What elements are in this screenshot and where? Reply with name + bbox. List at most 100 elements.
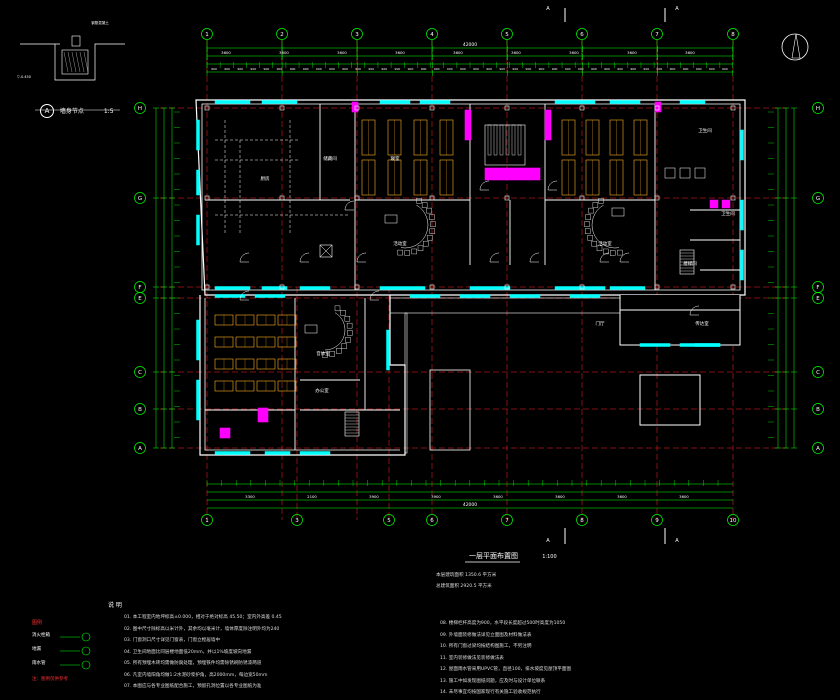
column-sq: [354, 284, 360, 290]
section-mark-bottom-label: A: [546, 538, 550, 544]
axis-right-bubble-label: H: [816, 106, 820, 112]
note-line: 04. 卫生间地面比同层楼地面低20mm，并以1%坡度坡向地漏: [124, 649, 252, 655]
detail-note-1: 钢筋混凝土: [91, 20, 109, 25]
dim-fine-label: 900: [604, 67, 610, 71]
seat-arc-south-arc: [324, 312, 346, 351]
seat-arc-east: [596, 245, 603, 252]
seat-arc-south: [345, 337, 351, 343]
dim-fine-label: 900: [657, 67, 663, 71]
dim-top-sub: 3600: [279, 50, 289, 55]
magenta-fixture-1: [544, 109, 552, 141]
window-15: [254, 294, 286, 298]
dim-bot-sub: 3300: [245, 494, 255, 499]
axis-top-bubble-label: 2: [280, 32, 284, 38]
axis-right-bubble-label: C: [816, 370, 820, 376]
note-line: 05. 所有预埋木砖均需做防腐处理，预埋铁件均需除锈刷防锈漆两道: [124, 661, 262, 666]
column-sq: [504, 105, 510, 111]
note-line: 11. 室内装修做法见装修做法表: [440, 655, 504, 661]
dim-overall-bottom: 42000: [463, 502, 477, 508]
dim-top-sub: 3600: [627, 50, 637, 55]
dim-fine-label: 900: [211, 67, 217, 71]
axis-top-bubble-circle: [727, 28, 739, 40]
axis-bottom-bubble-circle: [291, 514, 303, 526]
seat-arc-west: [423, 240, 429, 247]
window-20: [214, 451, 251, 455]
magenta-fixture-6: [654, 101, 662, 113]
window-25: [694, 343, 721, 347]
room-label-r2: 储藏间: [323, 155, 337, 162]
axis-left-bubble-label: G: [138, 196, 142, 202]
dim-bot-sub: 3900: [431, 494, 441, 499]
detail-hatch: [71, 51, 77, 73]
dim-fine-label: 900: [499, 67, 505, 71]
dim-fine-label: 900: [512, 67, 518, 71]
detail-hatch: [79, 51, 85, 73]
magenta-fixture-3: [257, 407, 269, 423]
note-line: 09. 外墙面装修做法详见立面图及材料做法表: [440, 632, 532, 638]
door-swing-10: [547, 180, 558, 191]
dim-fine-label: 900: [290, 67, 296, 71]
seat-arc-east: [598, 198, 604, 204]
room-label-r8: 活动室: [598, 240, 612, 247]
seat-arc-south: [341, 343, 347, 349]
column-sq: [654, 284, 660, 290]
note-line: 03. 门窗洞口尺寸详见门窗表，门窗立樘居墙中: [124, 638, 221, 643]
seat-arc-west: [417, 245, 424, 252]
seat-arc-east: [588, 207, 594, 214]
seat-arc-east: [617, 249, 623, 256]
center-rail: [505, 124, 510, 156]
seat-arc-west: [427, 235, 433, 241]
sink-0: [709, 199, 719, 209]
seat-arc-west: [426, 207, 432, 214]
dim-fine-label: 900: [237, 67, 243, 71]
dim-fine-label: 900: [355, 67, 361, 71]
window-13: [609, 286, 646, 290]
detail-hatch: [67, 51, 73, 73]
seat-arc-east: [585, 214, 591, 220]
section-mark-top-label: A: [546, 6, 550, 12]
dim-fine-label: 900: [630, 67, 636, 71]
axis-top-bubble-label: 4: [430, 32, 434, 38]
legend-footer: 注：图例仅供参考: [32, 677, 68, 682]
axis-top-bubble-label: 6: [580, 32, 584, 38]
dim-top-sub: 3600: [685, 50, 695, 55]
piano-south: [304, 324, 318, 334]
outer-wall-southwest: [199, 295, 406, 456]
axis-left-bubble-label: C: [138, 370, 142, 376]
axis-top-bubble-circle: [501, 28, 513, 40]
axis-bottom-bubble-circle: [576, 514, 588, 526]
axis-left-bubble-circle: [134, 102, 146, 114]
legend-symbol-2: [81, 660, 91, 670]
axis-left-bubble-label: E: [138, 296, 142, 302]
axis-right-bubble-circle: [812, 442, 824, 454]
axis-top-bubble-label: 7: [655, 32, 659, 38]
dim-top-sub: 3600: [395, 50, 405, 55]
door-swing-5: [599, 252, 610, 263]
detail-label: 墙身节点: [59, 108, 84, 115]
window-9: [299, 286, 331, 290]
axis-top-bubble-label: 1: [205, 32, 209, 38]
detail-scale: 1:5: [103, 108, 114, 115]
door-swing-9: [369, 290, 380, 301]
seat-arc-east: [587, 235, 593, 241]
detail-note-2: ▽-0.450: [17, 75, 31, 79]
window-6: [679, 100, 706, 104]
window-11: [469, 286, 511, 290]
dim-fine-label: 900: [486, 67, 492, 71]
dim-fine-label: 900: [264, 67, 270, 71]
window-22: [299, 451, 331, 455]
column-sq: [279, 195, 285, 201]
axis-bottom-bubble-label: 3: [295, 518, 299, 524]
dim-fine-label: 900: [224, 67, 230, 71]
sink-1: [721, 199, 731, 209]
dim-fine-label: 900: [368, 67, 374, 71]
section-mark-top-label-2: A: [675, 6, 679, 12]
door-swing-0: [239, 252, 250, 263]
toilet-stall-1: [679, 167, 691, 179]
door-swing-8: [239, 290, 250, 301]
dim-fine-label: 900: [303, 67, 309, 71]
axis-bottom-bubble-circle: [501, 514, 513, 526]
column-sq: [279, 284, 285, 290]
axis-top-bubble-circle: [426, 28, 438, 40]
dim-fine-label: 900: [565, 67, 571, 71]
